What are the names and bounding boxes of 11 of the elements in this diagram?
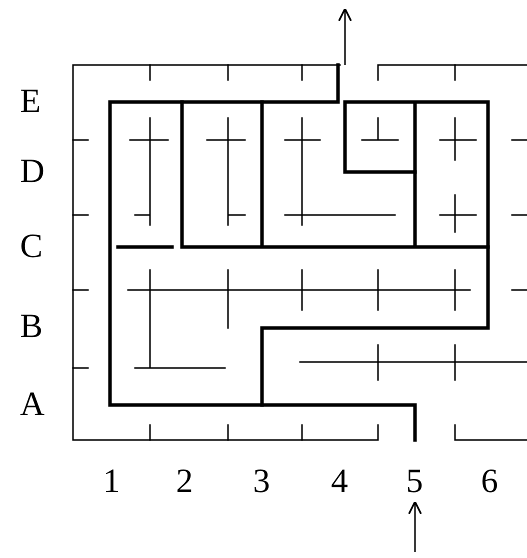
column-label: 3 bbox=[253, 465, 270, 499]
column-label: 4 bbox=[331, 465, 348, 499]
row-label: D bbox=[20, 155, 45, 189]
row-label: E bbox=[20, 85, 41, 119]
row-label: B bbox=[20, 310, 43, 344]
column-label: 1 bbox=[103, 465, 120, 499]
row-label: A bbox=[20, 388, 45, 422]
column-label: 2 bbox=[176, 465, 193, 499]
column-label: 6 bbox=[481, 465, 498, 499]
column-label: 5 bbox=[406, 465, 423, 499]
row-label: C bbox=[20, 230, 43, 264]
